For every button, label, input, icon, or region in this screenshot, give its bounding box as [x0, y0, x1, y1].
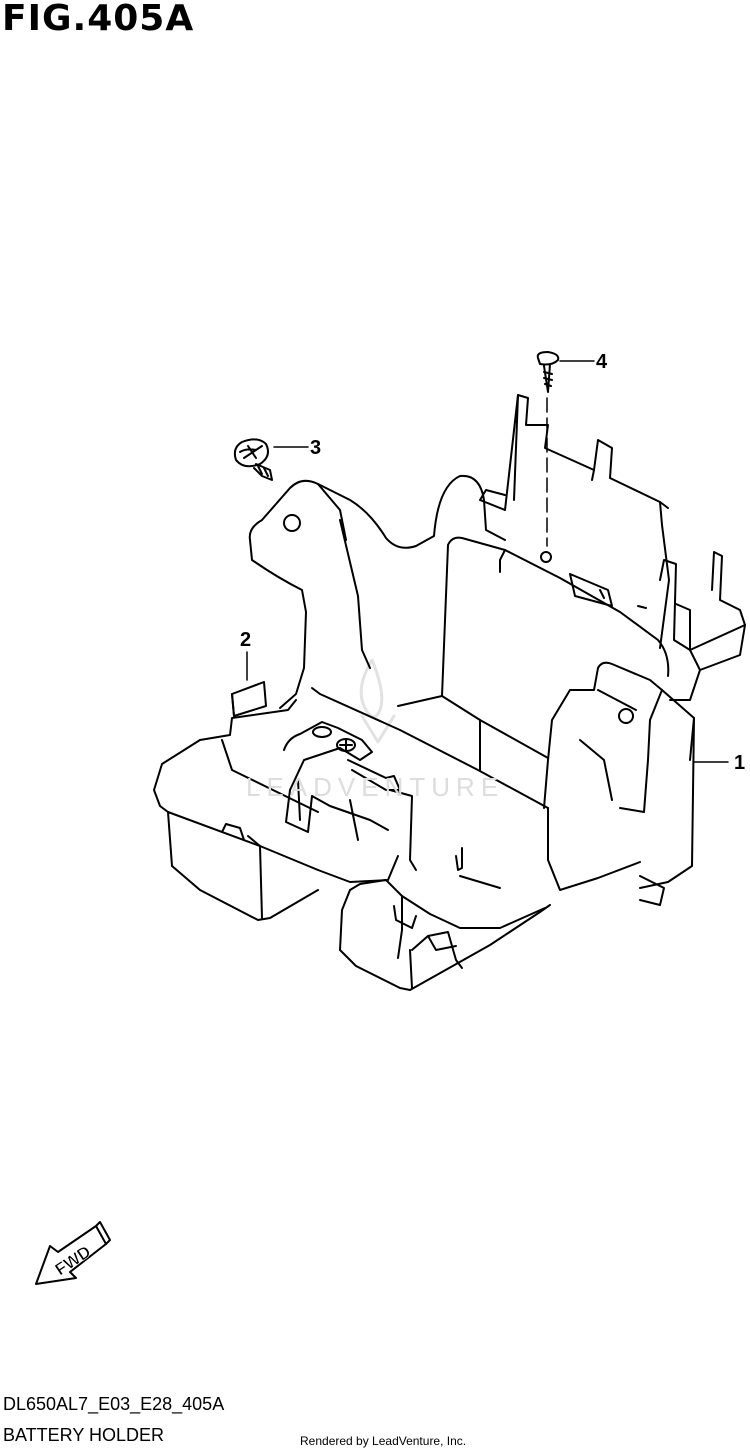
figure-code: DL650AL7_E03_E28_405A [3, 1394, 225, 1414]
label-part [231, 651, 267, 717]
callout-3: 3 [310, 437, 321, 459]
battery-holder-part [153, 394, 746, 991]
callout-4: 4 [596, 351, 608, 373]
callout-2: 2 [240, 629, 251, 651]
credit-text: Rendered by LeadVenture, Inc. [300, 1434, 467, 1448]
fwd-arrow-icon [35, 1221, 111, 1285]
watermark [359, 658, 396, 744]
callout-1: 1 [734, 752, 745, 774]
watermark-text: LEADVENTURE [246, 772, 504, 802]
tapping-screw-part [536, 351, 595, 547]
figure-name: BATTERY HOLDER [3, 1425, 165, 1445]
figure-title: FIG.405A [2, 0, 195, 39]
screw-part [233, 438, 309, 481]
